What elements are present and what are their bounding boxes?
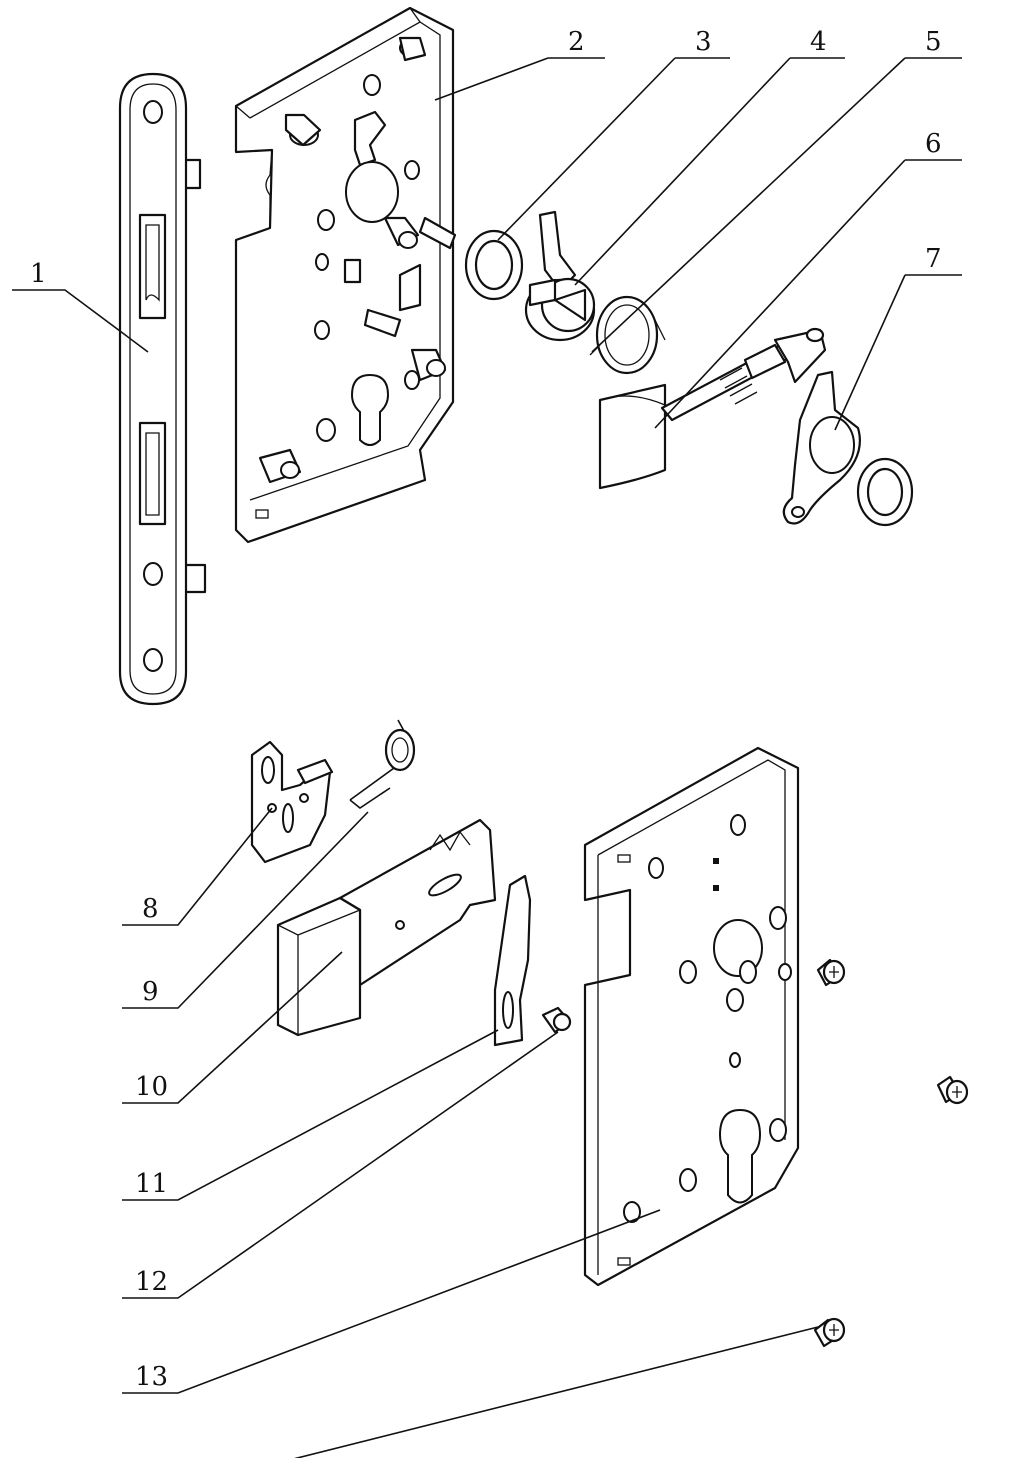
part-deadbolt — [276, 818, 497, 1037]
callout-2: 2 — [568, 27, 585, 57]
callout-4: 4 — [810, 27, 827, 57]
part-faceplate — [118, 72, 207, 706]
part-torsion-spring — [349, 719, 416, 809]
callout-8: 8 — [142, 894, 159, 924]
callout-5: 5 — [925, 27, 942, 57]
callout-12: 12 — [135, 1267, 168, 1297]
callout-3: 3 — [695, 27, 712, 57]
part-screws — [813, 958, 969, 1348]
leader-lines — [12, 57, 962, 1458]
part-pin — [541, 1006, 572, 1034]
callout-9: 9 — [142, 977, 159, 1007]
callout-13: 13 — [135, 1362, 168, 1392]
part-washer-upper — [464, 229, 524, 301]
part-latch-bolt — [598, 327, 827, 490]
callout-10: 10 — [135, 1072, 168, 1102]
callout-7: 7 — [925, 244, 942, 274]
part-cam-plate — [782, 370, 914, 527]
part-coil-spring-large — [589, 295, 666, 375]
callout-labels: 1 2 3 4 5 6 7 8 9 10 11 12 13 14 — [30, 27, 942, 1458]
part-cover-plate — [583, 746, 800, 1287]
part-follower-hub — [524, 210, 596, 342]
callout-1: 1 — [30, 259, 47, 289]
part-lever — [493, 874, 532, 1047]
part-lock-case — [234, 6, 457, 544]
callout-6: 6 — [925, 129, 942, 159]
part-bracket — [250, 740, 334, 864]
callout-11: 11 — [135, 1169, 168, 1199]
